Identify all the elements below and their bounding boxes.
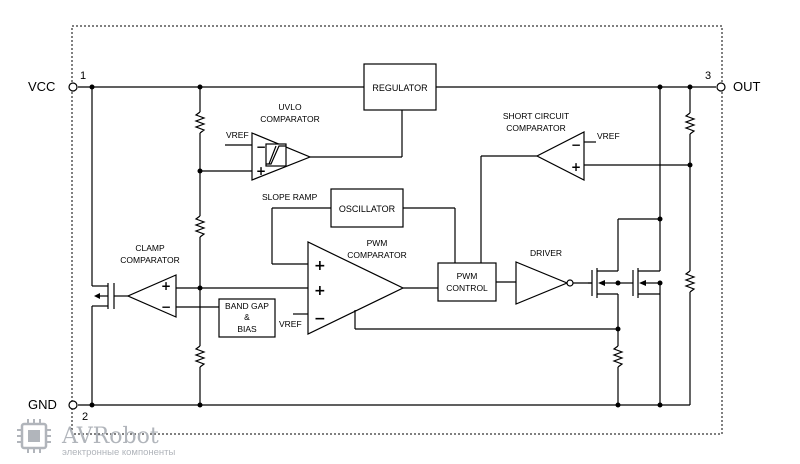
pin-vcc: VCC 1 bbox=[28, 70, 86, 94]
output-mosfet-left bbox=[591, 268, 618, 298]
driver-buffer bbox=[515, 261, 569, 305]
sc-title-2: COMPARATOR bbox=[506, 123, 566, 133]
bandgap-block bbox=[218, 298, 276, 338]
pwm-title-1: PWM bbox=[367, 238, 388, 248]
clamp-title-2: COMPARATOR bbox=[120, 255, 180, 265]
pin-gnd: GND 2 bbox=[28, 397, 88, 423]
out-terminal bbox=[716, 82, 726, 92]
vcc-pin-number: 1 bbox=[80, 70, 86, 82]
output-resistor-bottom bbox=[684, 270, 696, 293]
uvlo-title-1: UVLO bbox=[278, 102, 302, 112]
pwm-control-line-2: CONTROL bbox=[446, 283, 488, 293]
junction-dots bbox=[89, 84, 693, 408]
uvlo-title-2: COMPARATOR bbox=[260, 114, 320, 124]
pwm-vref-label: VREF bbox=[279, 319, 302, 329]
svg-text:+: + bbox=[571, 160, 581, 174]
svg-text:−: − bbox=[256, 140, 266, 154]
output-resistor-top bbox=[684, 112, 696, 135]
svg-text:−: − bbox=[571, 138, 581, 152]
avrobot-watermark: AVRobot электронные компоненты bbox=[17, 419, 176, 458]
resistor-bottom bbox=[194, 345, 206, 368]
clamp-title-1: CLAMP bbox=[135, 243, 165, 253]
sc-vref-label: VREF bbox=[597, 131, 620, 141]
chip-logo-icon bbox=[17, 419, 51, 453]
pwm-title-2: COMPARATOR bbox=[347, 250, 407, 260]
clamp-comparator bbox=[126, 274, 177, 318]
svg-text:+: + bbox=[256, 164, 266, 178]
slope-ramp-label: SLOPE RAMP bbox=[262, 192, 318, 202]
bandgap-line-2: & bbox=[244, 312, 250, 322]
watermark-brand: AVRobot bbox=[61, 424, 159, 449]
pwm-control-line-1: PWM bbox=[457, 271, 478, 281]
chip-outline bbox=[71, 25, 723, 435]
sense-resistor bbox=[612, 345, 624, 368]
short-circuit-comparator bbox=[535, 131, 585, 181]
svg-text:+: + bbox=[314, 283, 326, 299]
svg-text:−: − bbox=[161, 300, 171, 314]
gnd-terminal bbox=[68, 400, 78, 410]
svg-text:−: − bbox=[314, 311, 326, 327]
vcc-label: VCC bbox=[28, 79, 55, 94]
driver-label: DRIVER bbox=[530, 248, 562, 258]
svg-text:+: + bbox=[314, 258, 326, 274]
oscillator-block bbox=[330, 188, 404, 228]
svg-text:+: + bbox=[161, 279, 171, 293]
bandgap-line-1: BAND GAP bbox=[225, 301, 269, 311]
uvlo-vref-label: VREF bbox=[226, 130, 249, 140]
gnd-label: GND bbox=[28, 397, 57, 412]
pwm-control-block bbox=[437, 262, 497, 302]
pin-out: OUT 3 bbox=[705, 70, 761, 94]
driver-inverter-bubble bbox=[566, 279, 574, 287]
oscillator-label: OSCILLATOR bbox=[339, 204, 396, 214]
regulator-label: REGULATOR bbox=[372, 83, 428, 93]
resistor-top bbox=[194, 111, 206, 134]
sc-title-1: SHORT CIRCUIT bbox=[503, 111, 569, 121]
gnd-pin-number: 2 bbox=[82, 411, 88, 423]
out-label: OUT bbox=[733, 79, 761, 94]
output-mosfet-right bbox=[632, 268, 660, 298]
bandgap-line-3: BIAS bbox=[237, 324, 257, 334]
watermark-tagline: электронные компоненты bbox=[62, 447, 176, 458]
out-pin-number: 3 bbox=[705, 70, 711, 82]
regulator-block bbox=[363, 63, 437, 111]
vcc-terminal bbox=[68, 82, 78, 92]
resistor-mid bbox=[194, 215, 206, 238]
